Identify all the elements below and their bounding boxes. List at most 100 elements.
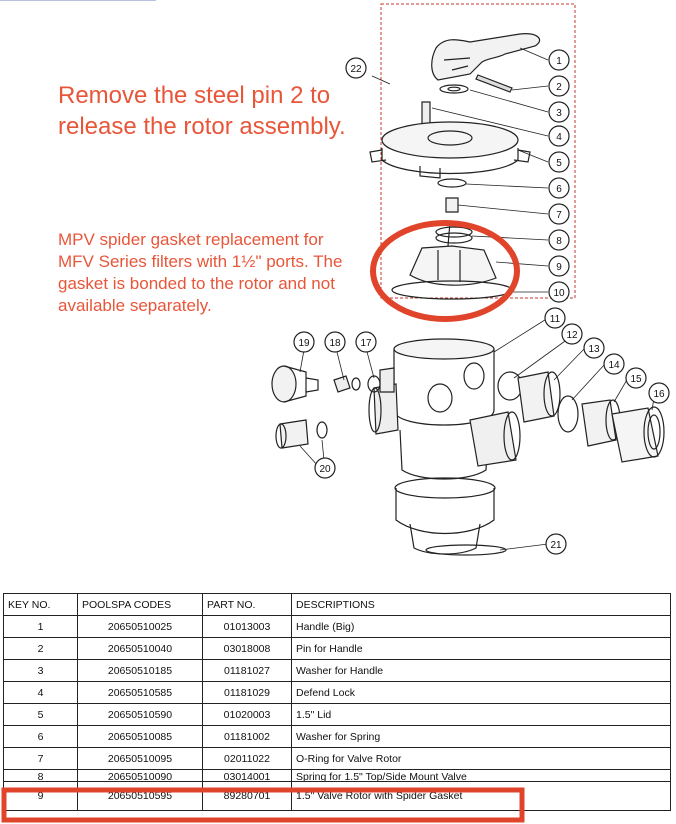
callout-11: 11: [544, 307, 566, 329]
callout-8: 8: [548, 229, 570, 251]
spring-part: [435, 226, 473, 238]
key-no-cell: 7: [3, 747, 78, 770]
plug-17-part: [367, 375, 381, 393]
poolspa-code-cell: 20650510085: [77, 725, 203, 748]
callout-13: 13: [583, 337, 605, 359]
callout-12: 12: [561, 323, 583, 345]
svg-text:3: 3: [556, 108, 562, 119]
handle-washer-part: [439, 84, 469, 94]
key-no-cell: 3: [3, 659, 78, 682]
key-no-cell: 4: [3, 681, 78, 704]
rotor-part: [409, 221, 497, 286]
svg-text:20: 20: [319, 464, 331, 475]
poolspa-code-cell: 20650510040: [77, 637, 203, 660]
callout-21: 21: [545, 533, 567, 555]
valve-body-part: [368, 338, 521, 555]
svg-text:4: 4: [556, 132, 562, 143]
callout-9: 9: [548, 255, 570, 277]
description-cell: 1.5" Lid: [291, 703, 671, 726]
svg-text:7: 7: [556, 210, 562, 221]
key-no-cell: 8: [3, 769, 78, 782]
callout-2: 2: [548, 75, 570, 97]
parts-table-header: KEY NO. POOLSPA CODES PART NO. DESCRIPTI…: [3, 593, 671, 616]
svg-text:12: 12: [566, 330, 578, 341]
svg-text:21: 21: [550, 540, 562, 551]
parts-table: KEY NO. POOLSPA CODES PART NO. DESCRIPTI…: [3, 593, 671, 811]
description-cell: Washer for Handle: [291, 659, 671, 682]
oring-12-part: [497, 371, 523, 401]
part-no-cell: 01013003: [202, 615, 292, 638]
rotor-highlight-oval: [370, 220, 520, 322]
part-no-cell: 01181029: [202, 681, 292, 704]
header-part-no: PART NO.: [202, 593, 292, 616]
svg-text:15: 15: [630, 374, 642, 385]
svg-text:18: 18: [329, 338, 341, 349]
description-cell: Handle (Big): [291, 615, 671, 638]
spider-gasket-annotation: MPV spider gasket replacement for MFV Se…: [58, 230, 343, 315]
svg-text:13: 13: [588, 344, 600, 355]
poolspa-code-cell: 20650510585: [77, 681, 203, 704]
description-cell: Pin for Handle: [291, 637, 671, 660]
svg-text:11: 11: [550, 314, 561, 325]
callout-group: 1 2 3 4 5 6 7 8 9 10 11 12 13 14 15 16 1…: [293, 49, 670, 555]
poolspa-code-cell: 20650510090: [77, 769, 203, 782]
callout-7: 7: [548, 203, 570, 225]
callout-1: 1: [548, 49, 570, 71]
description-cell: Washer for Spring: [291, 725, 671, 748]
exploded-valve-diagram: 1 2 3 4 5 6 7 8 9 10 11 12 13 14 15 16 1…: [271, 3, 670, 556]
steel-pin-part: [475, 74, 513, 93]
description-cell: 1.5" Valve Rotor with Spider Gasket: [291, 781, 671, 811]
key-no-cell: 6: [3, 725, 78, 748]
svg-text:14: 14: [608, 360, 620, 371]
callout-6: 6: [548, 177, 570, 199]
poolspa-code-cell: 20650510595: [77, 781, 203, 811]
assembly-dashed-box: [380, 3, 576, 299]
handle-part: [431, 33, 541, 81]
callout-14: 14: [603, 353, 625, 375]
svg-text:2: 2: [556, 82, 562, 93]
svg-text:6: 6: [556, 184, 562, 195]
callout-15: 15: [625, 367, 647, 389]
union-nut-16-part: [611, 406, 665, 463]
part-no-cell: 01181002: [202, 725, 292, 748]
callout-20: 20: [314, 457, 336, 479]
oring-21-part: [425, 544, 507, 556]
header-key-no: KEY NO.: [3, 593, 78, 616]
callout-17: 17: [355, 331, 377, 353]
svg-text:19: 19: [298, 338, 310, 349]
key-no-cell: 9: [3, 781, 78, 811]
part-no-cell: 89280701: [202, 781, 292, 811]
part-no-cell: 03014001: [202, 769, 292, 782]
callout-16: 16: [648, 382, 670, 404]
callout-5: 5: [548, 151, 570, 173]
callout-19: 19: [293, 331, 315, 353]
callout-10: 10: [548, 281, 570, 303]
svg-text:5: 5: [556, 158, 562, 169]
oring-part: [445, 197, 459, 213]
svg-text:17: 17: [360, 338, 372, 349]
drain-18-part: [333, 375, 361, 393]
poolspa-code-cell: 20650510025: [77, 615, 203, 638]
svg-text:1: 1: [556, 56, 562, 67]
description-cell: O-Ring for Valve Rotor: [291, 747, 671, 770]
union-13-part: [517, 371, 561, 423]
key-no-cell: 2: [3, 637, 78, 660]
header-descriptions: DESCRIPTIONS: [291, 593, 671, 616]
callout-4: 4: [548, 125, 570, 147]
poolspa-code-cell: 20650510095: [77, 747, 203, 770]
poolspa-code-cell: 20650510590: [77, 703, 203, 726]
gauge-19-part: [271, 365, 319, 403]
sight-glass-20-part: [275, 419, 328, 449]
svg-text:22: 22: [350, 64, 362, 75]
header-poolspa-codes: POOLSPA CODES: [77, 593, 203, 616]
description-cell: Spring for 1.5" Top/Side Mount Valve: [291, 769, 671, 782]
key-no-cell: 5: [3, 703, 78, 726]
callout-18: 18: [324, 331, 346, 353]
callout-22: 22: [345, 57, 367, 79]
